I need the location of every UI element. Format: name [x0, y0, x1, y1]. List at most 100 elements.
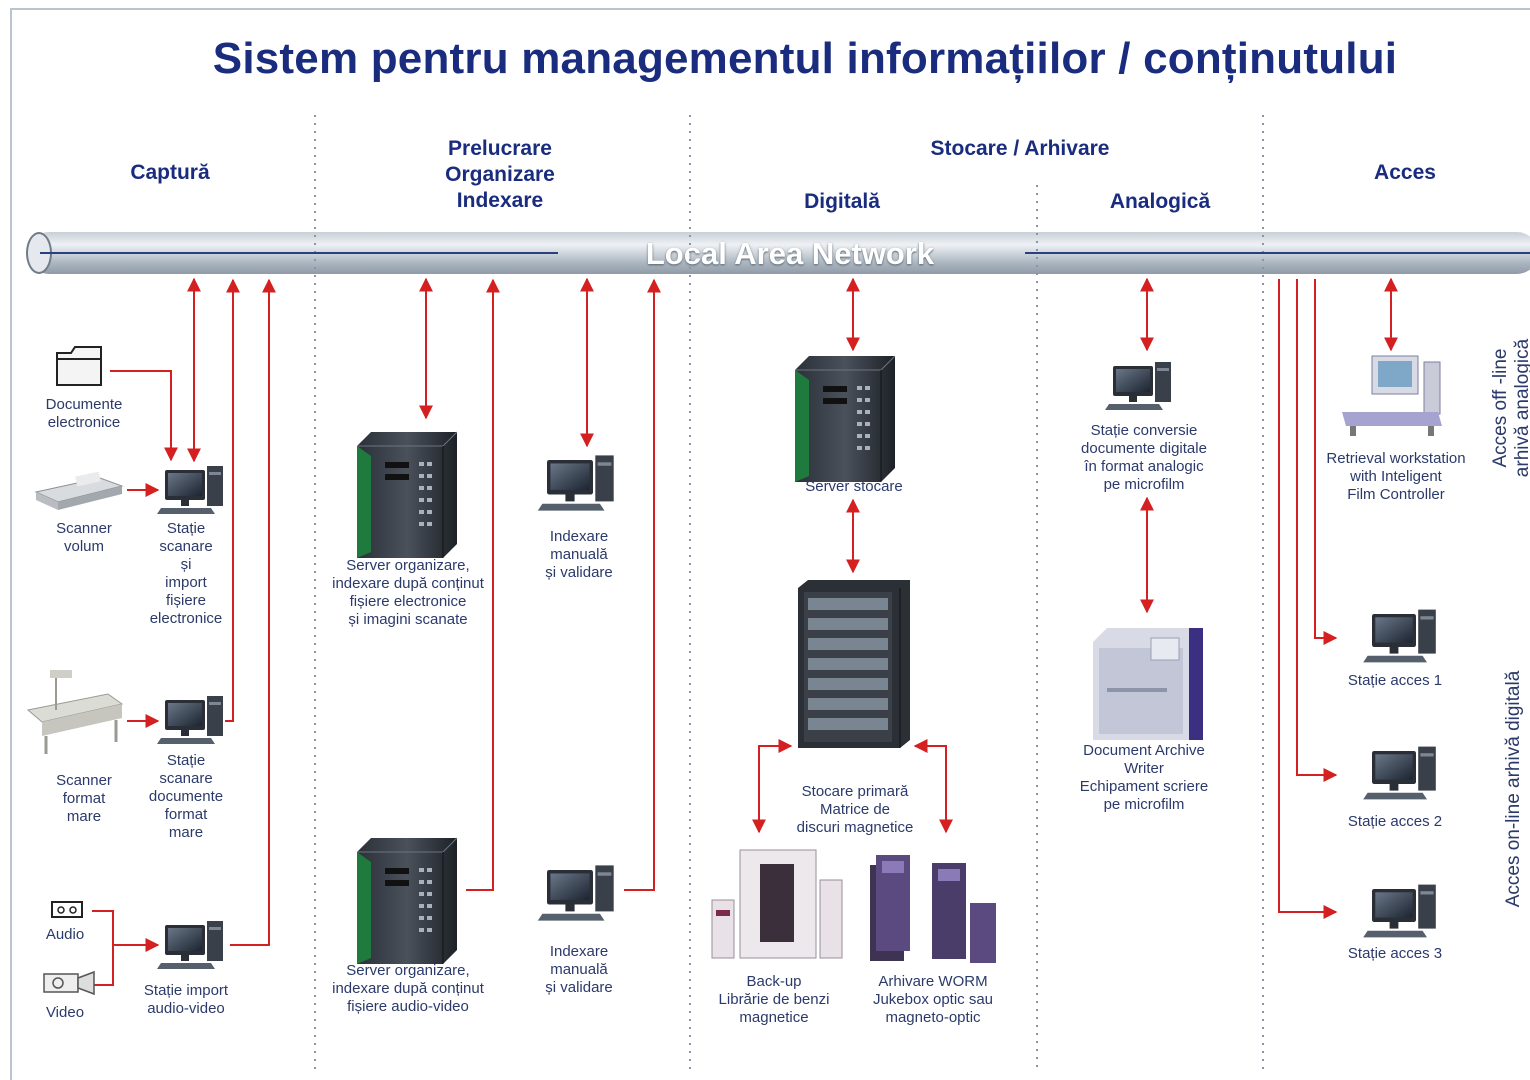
- label-line: Indexare: [549, 528, 609, 545]
- lan-label: Local Area Network: [645, 236, 935, 271]
- label-line: documente: [148, 788, 224, 805]
- label-line: indexare după conținut: [332, 980, 484, 997]
- workstation-icon: [537, 865, 614, 921]
- column-processing-line-2: Organizare: [445, 163, 555, 186]
- label-line: scanare: [159, 538, 213, 555]
- label-acces-1: Stație acces 1: [1347, 672, 1443, 689]
- label-line: Acces off -line: [1490, 348, 1511, 468]
- label-line: Matrice de: [819, 801, 891, 818]
- label-line: discuri magnetice: [796, 819, 914, 836]
- label-line: Retrieval workstation: [1326, 450, 1466, 467]
- label-worm: Arhivare WORM Jukebox optic sau magneto-…: [858, 973, 1008, 1027]
- label-documente-electronice: Documente electronice: [24, 396, 144, 432]
- camera-icon: [43, 970, 95, 996]
- label-server-organizare-2: Server organizare, indexare după conținu…: [318, 962, 498, 1016]
- microfilm-writer-icon: [1093, 628, 1203, 740]
- label-line: format: [164, 806, 208, 823]
- label-online-access: Acces on-line arhivă digitală: [1503, 670, 1524, 908]
- label-scanner-format-mare: Scanner format mare: [24, 772, 144, 826]
- label-line: scanare: [159, 770, 213, 787]
- server-tower-icon: [356, 837, 458, 965]
- column-access: Acces: [1374, 161, 1436, 184]
- label-line: magneto-optic: [885, 1009, 981, 1026]
- label-line: magnetice: [739, 1009, 809, 1026]
- label-retrieval: Retrieval workstation with Inteligent Fi…: [1314, 450, 1478, 504]
- label-archive-writer: Document Archive Writer Echipament scrie…: [1066, 742, 1222, 814]
- workstation-icon: [1363, 884, 1436, 938]
- label-line: manuală: [550, 961, 608, 978]
- label-line: fișiere: [165, 592, 206, 609]
- workstation-icon: [157, 466, 223, 514]
- label-line: electronice: [47, 414, 121, 431]
- label-line: mare: [168, 824, 204, 841]
- label-statie-conversie: Stație conversie documente digitale în f…: [1066, 422, 1222, 494]
- diagram-title: Sistem pentru managementul informațiilor…: [212, 34, 1398, 83]
- column-separators: [314, 115, 1264, 1070]
- label-line: Server organizare,: [346, 962, 470, 979]
- label-line: Back-up: [746, 973, 802, 990]
- label-line: pe microfilm: [1103, 796, 1185, 813]
- column-processing: Prelucrare Organizare Indexare: [400, 136, 600, 214]
- label-line: Stație: [166, 752, 206, 769]
- label-line: în format analogic: [1084, 458, 1204, 475]
- column-capture: Captură: [130, 161, 210, 184]
- column-processing-line-1: Prelucrare: [448, 137, 552, 160]
- label-offline-access: Acces off -line arhivă analogică: [1490, 313, 1530, 503]
- workstation-icon: [157, 696, 223, 744]
- label-line: fișiere electronice: [349, 593, 467, 610]
- label-line: Echipament scriere: [1079, 778, 1209, 795]
- label-statie-scanare-format: Stație scanare documente format mare: [126, 752, 246, 842]
- label-line: Indexare: [549, 943, 609, 960]
- scanner-icon: [34, 471, 124, 510]
- label-stocare-primara: Stocare primară Matrice de discuri magne…: [776, 783, 934, 837]
- label-server-stocare: Server stocare: [805, 478, 903, 495]
- large-format-scanner-icon: [26, 670, 124, 754]
- label-line: Writer: [1124, 760, 1164, 777]
- label-line: Scanner: [56, 520, 112, 537]
- label-indexare-1: Indexare manuală și validare: [519, 528, 639, 582]
- label-audio: Audio: [45, 926, 85, 943]
- label-line: Film Controller: [1347, 486, 1445, 503]
- label-line: volum: [63, 538, 104, 555]
- label-line: Stație: [166, 520, 206, 537]
- label-video: Video: [45, 1004, 85, 1021]
- label-line: audio-video: [147, 1000, 225, 1017]
- column-digital: Digitală: [804, 190, 880, 213]
- disk-array-icon: [798, 580, 910, 748]
- label-scanner-volum: Scanner volum: [24, 520, 144, 556]
- label-indexare-2: Indexare manuală și validare: [519, 943, 639, 997]
- label-line: Librărie de benzi: [718, 991, 830, 1008]
- label-line: format: [62, 790, 106, 807]
- label-line: indexare după conținut: [332, 575, 484, 592]
- label-line: Documente: [45, 396, 123, 413]
- label-line: Arhivare WORM: [878, 973, 988, 990]
- worm-jukebox-icon: [870, 855, 996, 963]
- label-line: și imagini scanate: [348, 611, 468, 628]
- label-line: electronice: [149, 610, 223, 627]
- label-server-organizare-1: Server organizare, indexare după conținu…: [318, 557, 498, 629]
- workstation-icon: [1363, 609, 1436, 663]
- column-processing-line-3: Indexare: [456, 189, 544, 212]
- cassette-icon: [51, 901, 83, 918]
- label-acces-3: Stație acces 3: [1347, 945, 1443, 962]
- label-line: Stație import: [143, 982, 229, 999]
- column-storage: Stocare / Arhivare: [930, 137, 1110, 160]
- label-statie-scanare-import: Stație scanare și import fișiere electro…: [126, 520, 246, 628]
- connection-arrows: [92, 277, 1398, 986]
- label-line: arhivă analogică: [1512, 338, 1530, 478]
- label-line: pe microfilm: [1103, 476, 1185, 493]
- label-line: import: [165, 574, 207, 591]
- label-line: documente digitale: [1081, 440, 1207, 457]
- label-backup: Back-up Librărie de benzi magnetice: [704, 973, 844, 1027]
- label-line: Server organizare,: [346, 557, 470, 574]
- label-line: Stocare primară: [801, 783, 909, 800]
- label-acces-2: Stație acces 2: [1347, 813, 1443, 830]
- workstation-icon: [1105, 362, 1171, 410]
- retrieval-workstation-icon: [1342, 355, 1442, 436]
- column-analog: Analogică: [1109, 190, 1211, 213]
- workstation-icon: [1363, 746, 1436, 800]
- label-line: mare: [66, 808, 102, 825]
- label-line: Jukebox optic sau: [872, 991, 994, 1008]
- workstation-icon: [157, 921, 223, 969]
